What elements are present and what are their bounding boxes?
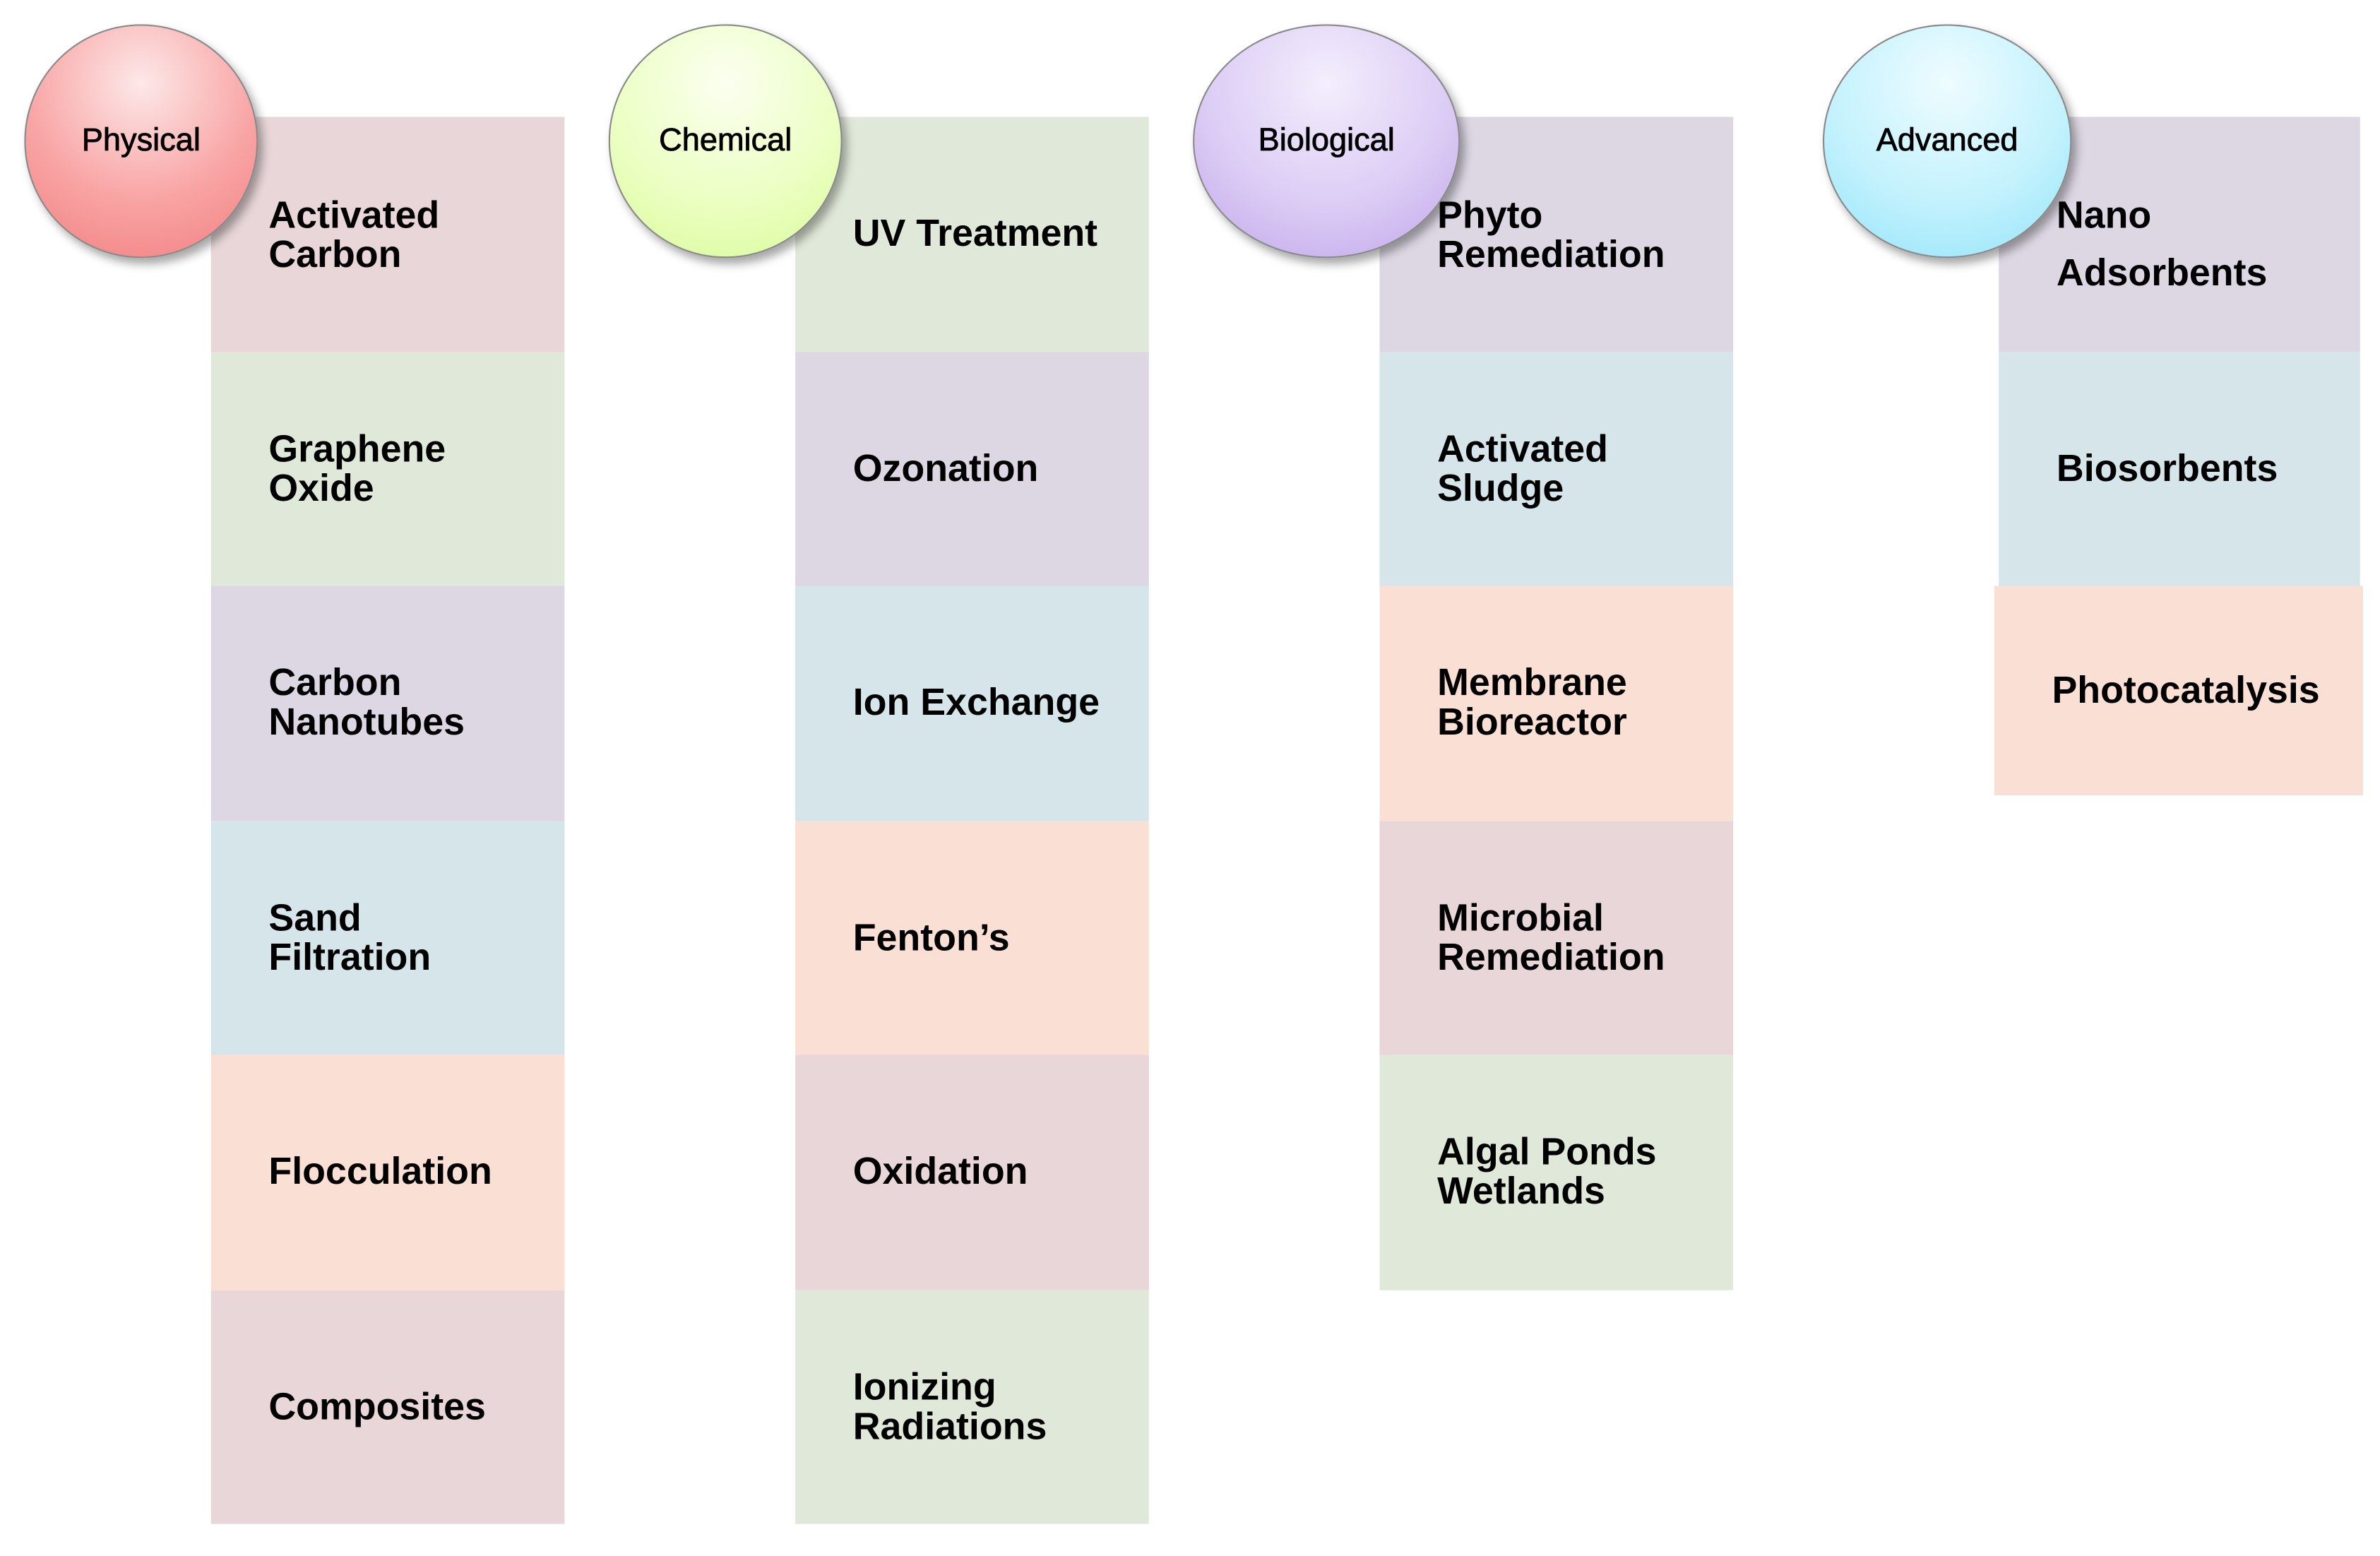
advanced-item: Biosorbents	[1999, 351, 2360, 586]
chemical-item: Oxidation	[795, 1055, 1149, 1290]
biological-items: Phyto Remediation Activated Sludge Membr…	[1379, 117, 1734, 1290]
physical-items: Activated Carbon Graphene Oxide Carbon N…	[210, 117, 565, 1524]
biological-item: Membrane Bioreactor	[1379, 586, 1734, 821]
chemical-item: Ozonation	[795, 351, 1149, 586]
biological-item: Algal Ponds Wetlands	[1379, 1055, 1734, 1290]
biological-category-circle: Biological	[1193, 24, 1460, 259]
advanced-items: Nano Adsorbents Biosorbents Photocatalys…	[1994, 117, 2363, 796]
advanced-category-circle: Advanced	[1822, 24, 2072, 259]
chemical-item: Fenton’s	[795, 820, 1149, 1055]
chemical-item: Ion Exchange	[795, 586, 1149, 821]
chemical-category-circle: Chemical	[608, 24, 843, 259]
chemical-items: UV Treatment Ozonation Ion Exchange Fent…	[795, 117, 1149, 1524]
biological-item: Microbial Remediation	[1379, 820, 1734, 1055]
biological-item: Phyto Remediation	[1379, 117, 1734, 352]
biological-item: Activated Sludge	[1379, 351, 1734, 586]
chemical-item: UV Treatment	[795, 117, 1149, 352]
physical-item: Sand Filtration	[210, 820, 565, 1055]
physical-item: Carbon Nanotubes	[210, 586, 565, 821]
physical-item: Activated Carbon	[210, 117, 565, 352]
physical-item: Composites	[210, 1289, 565, 1524]
advanced-item: Photocatalysis	[1994, 586, 2363, 796]
chemical-item: Ionizing Radiations	[795, 1289, 1149, 1524]
physical-category-circle: Physical	[24, 24, 258, 259]
physical-item: Graphene Oxide	[210, 351, 565, 586]
physical-item: Flocculation	[210, 1055, 565, 1290]
